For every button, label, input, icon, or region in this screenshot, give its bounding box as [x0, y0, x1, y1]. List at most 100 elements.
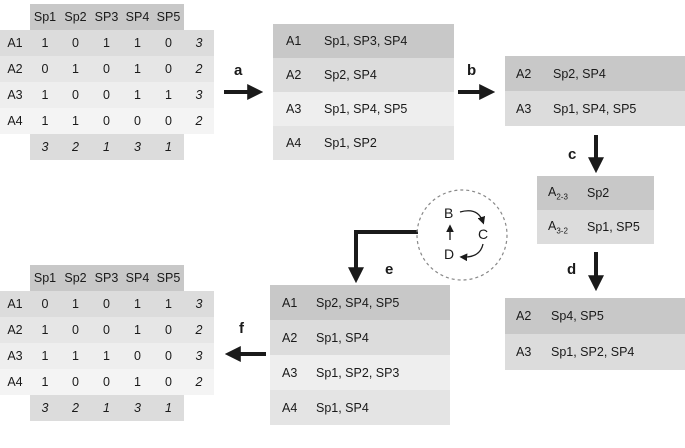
- row-text: Sp2, SP4, SP5: [316, 295, 400, 310]
- cell: 1: [134, 297, 141, 311]
- cell: 1: [72, 62, 79, 76]
- row-label: A2: [7, 323, 23, 337]
- row-label: A2: [286, 68, 302, 82]
- row-text: Sp1, SP4, SP5: [324, 102, 408, 116]
- cell: 0: [165, 36, 172, 50]
- cell: 1: [41, 323, 49, 337]
- panel-d: A2 Sp4, SP5 A3 Sp1, SP2, SP4: [505, 298, 685, 370]
- step-label-c: c: [568, 146, 577, 163]
- cycle-arrow-c-d: [459, 243, 484, 262]
- cycle-arrow-b-c: [459, 210, 486, 225]
- row-label: A2: [516, 66, 532, 81]
- row-label: A3: [516, 345, 532, 359]
- row-text: Sp2, SP4: [553, 66, 606, 81]
- list-item: A2-3 Sp2: [537, 176, 654, 210]
- row-label: A2: [516, 309, 532, 323]
- row-total: 2: [195, 114, 203, 128]
- cell: 1: [134, 62, 141, 76]
- row-label: A3: [282, 365, 298, 380]
- col-total: 3: [122, 134, 153, 160]
- row-label: A2-3: [548, 184, 568, 202]
- row-label: A4: [286, 136, 302, 150]
- step-label-a: a: [234, 62, 243, 79]
- cycle-letter-d: D: [444, 246, 455, 262]
- panel-b: A2 Sp2, SP4 A3 Sp1, SP4, SP5: [505, 56, 685, 126]
- cell: 1: [41, 36, 49, 50]
- table-row: A2 0 1 0 1 0 2: [0, 56, 214, 82]
- row-total: 3: [195, 349, 203, 363]
- cell: 1: [41, 114, 49, 128]
- row-label: A3: [7, 88, 23, 102]
- list-item: A3 Sp1, SP4, SP5: [505, 91, 685, 126]
- cell: 0: [72, 323, 79, 337]
- row-label: A1: [286, 34, 302, 48]
- cell: 1: [103, 36, 110, 50]
- row-text: Sp4, SP5: [551, 309, 604, 323]
- col-header: Sp2: [60, 265, 91, 291]
- cell: 0: [72, 375, 79, 389]
- col-header: SP3: [91, 4, 122, 30]
- cell: 0: [103, 62, 110, 76]
- cell: 0: [103, 114, 110, 128]
- row-total: 2: [195, 375, 203, 389]
- cell: 0: [165, 349, 172, 363]
- cell: 0: [103, 375, 110, 389]
- list-item: A2 Sp2, SP4: [273, 58, 454, 92]
- row-total: 3: [195, 36, 203, 50]
- row-label: A4: [7, 114, 23, 128]
- panel-c: A2-3 Sp2 A3-2 Sp1, SP5: [537, 176, 654, 244]
- cell: 0: [41, 62, 49, 76]
- cell: 0: [103, 297, 110, 311]
- row-label: A4: [282, 400, 298, 415]
- step-label-f: f: [239, 320, 244, 337]
- row-text: Sp1, SP2, SP4: [551, 345, 635, 359]
- cell: 0: [165, 323, 172, 337]
- cell: 1: [72, 349, 79, 363]
- list-item: A3 Sp1, SP4, SP5: [273, 92, 454, 126]
- cell: 1: [41, 375, 49, 389]
- row-text: Sp1, SP2, SP3: [316, 365, 400, 380]
- table-row: A3 1 1 1 0 0 3: [0, 343, 214, 369]
- row-total: 3: [195, 88, 203, 102]
- row-label: A2: [7, 62, 23, 76]
- col-total: 3: [30, 395, 60, 421]
- cell: 1: [103, 349, 110, 363]
- cell: 1: [41, 88, 49, 102]
- list-item: A3 Sp1, SP2, SP4: [505, 334, 685, 370]
- cell: 0: [165, 114, 172, 128]
- col-total: 3: [122, 395, 153, 421]
- cell: 1: [134, 323, 141, 337]
- row-label: A2: [282, 330, 298, 345]
- cycle-letter-c: C: [478, 226, 489, 242]
- col-header: SP4: [122, 4, 153, 30]
- col-header: SP3: [91, 265, 122, 291]
- row-label: A3: [286, 102, 302, 116]
- cell: 0: [134, 349, 141, 363]
- table-row: A1 1 0 1 1 0 3: [0, 30, 214, 56]
- list-item: A3-2 Sp1, SP5: [537, 210, 654, 244]
- row-text: Sp2, SP4: [324, 68, 377, 82]
- cell: 1: [41, 349, 49, 363]
- swap-cycle-circle: [416, 189, 508, 281]
- list-item: A3 Sp1, SP2, SP3: [270, 355, 450, 390]
- matrix-top: Sp1 Sp2 SP3 SP4 SP5 A1 1 0 1 1 0 3 A2 0 …: [0, 4, 214, 160]
- cell: 0: [72, 88, 79, 102]
- list-item: A2 Sp1, SP4: [270, 320, 450, 355]
- cell: 0: [165, 375, 172, 389]
- cell: 0: [103, 88, 110, 102]
- row-label: A4: [7, 375, 23, 389]
- list-item: A2 Sp4, SP5: [505, 298, 685, 334]
- col-header: SP4: [122, 265, 153, 291]
- row-total: 2: [195, 62, 203, 76]
- row-text: Sp1, SP4: [316, 330, 369, 345]
- col-total: 2: [60, 395, 91, 421]
- cell: 0: [103, 323, 110, 337]
- list-item: A4 Sp1, SP2: [273, 126, 454, 160]
- col-header: SP5: [153, 265, 184, 291]
- cell: 1: [134, 375, 141, 389]
- row-text: Sp1, SP4, SP5: [553, 101, 637, 116]
- table-row: A1 0 1 0 1 1 3: [0, 291, 214, 317]
- table-row: A2 1 0 0 1 0 2: [0, 317, 214, 343]
- table-row: A4 1 1 0 0 0 2: [0, 108, 214, 134]
- list-item: A2 Sp2, SP4: [505, 56, 685, 91]
